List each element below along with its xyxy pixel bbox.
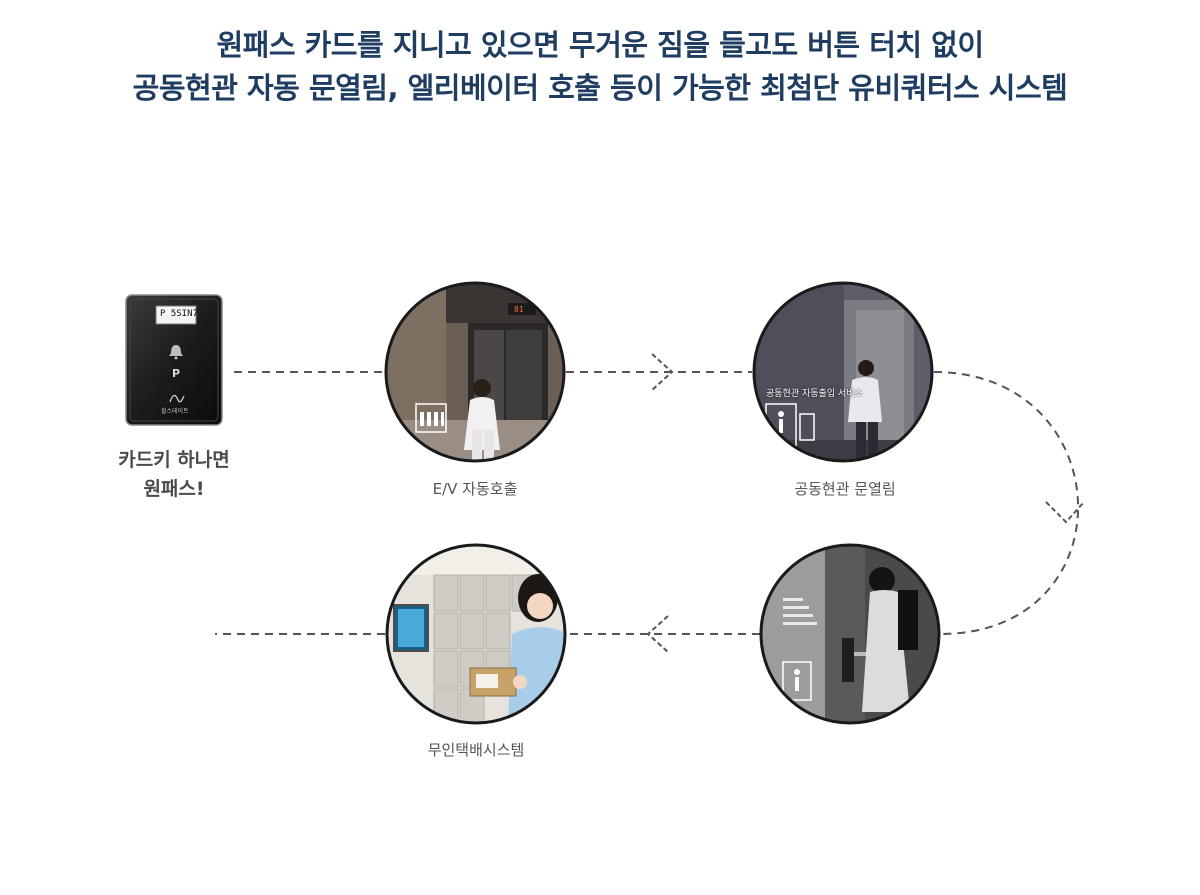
card-caption-line-1: 카드키 하나면: [118, 449, 230, 471]
door-icon-box: [782, 661, 812, 701]
elevator-icon-box: [415, 403, 447, 433]
arrow-chevrons: [646, 353, 1085, 653]
delivery-caption: 무인택배시스템: [427, 741, 525, 759]
card-brand-text: 힐스테이트: [161, 408, 189, 415]
headline-line-2: 공동현관 자동 문열림, 엘리베이터 호출 등이 가능한 최첨단 유비쿼터스 시…: [132, 71, 1068, 105]
door-icon: [799, 413, 815, 441]
delivery-locker-photo: [387, 545, 565, 723]
ev-call-caption: E/V 자동호출: [432, 480, 518, 498]
chevron-right-icon: [651, 353, 674, 391]
card-caption: 카드키 하나면 원패스!: [118, 446, 230, 504]
card-reader-device: [125, 294, 223, 426]
entrance-overlay-text: 공동현관 자동출입 서비스: [766, 389, 863, 399]
entrance-caption: 공동현관 문열림: [794, 480, 896, 498]
brand-logo-icon: [169, 394, 185, 403]
bell-icon: [169, 345, 183, 356]
chevron-left-icon: [646, 615, 669, 653]
chevron-down-icon: [1045, 501, 1085, 524]
connector-entrance-to-door: [933, 371, 1079, 635]
card-caption-line-2: 원패스!: [143, 478, 205, 500]
ev-floor-display: 81: [514, 305, 524, 314]
person-icon: [778, 411, 784, 417]
entrance-photo: [754, 283, 932, 461]
person-icon: [794, 669, 800, 675]
headline: 원패스 카드를 지니고 있으면 무거운 짐을 들고도 버튼 터치 없이 공동현관…: [0, 24, 1200, 110]
card-lcd-text: P 5SIN7: [160, 309, 198, 319]
door-lock-icon: [842, 638, 854, 682]
connector-lines: [215, 371, 1079, 635]
card-lcd-screen: [155, 305, 197, 325]
headline-line-1: 원패스 카드를 지니고 있으면 무거운 짐을 들고도 버튼 터치 없이: [216, 28, 984, 62]
elevator-icon: [420, 412, 444, 426]
card-p-symbol: P: [172, 367, 181, 380]
